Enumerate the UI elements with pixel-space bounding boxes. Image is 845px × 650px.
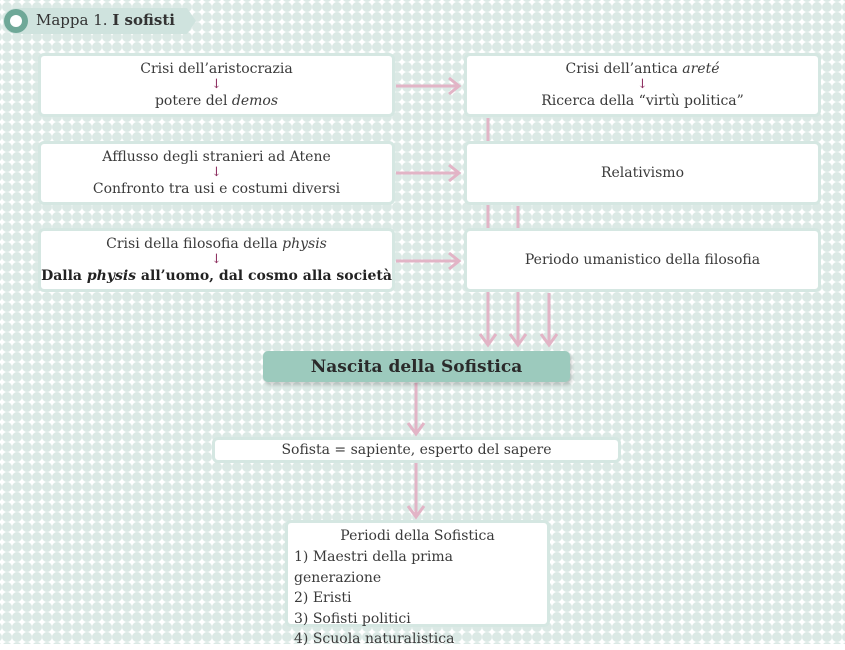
box-line-bold: Dalla physis all’uomo, dal cosmo alla so… — [41, 267, 392, 285]
definition-box: Sofista = sapiente, esperto del sapere — [212, 437, 621, 463]
circle-bullet-icon — [4, 9, 28, 33]
down-arrow-icon: ↓ — [211, 77, 222, 92]
vhead-center — [406, 422, 426, 437]
map-label: Mappa 1. — [36, 11, 108, 29]
box-line: Ricerca della “virtù politica” — [541, 93, 744, 109]
text-italic: demos — [231, 93, 279, 109]
list-item: 1) Maestri della prima generazione — [294, 549, 453, 586]
box-line: Periodo umanistico della filosofia — [524, 252, 761, 268]
box-crisi-physis: Crisi della filosofia della physis ↓ Dal… — [38, 228, 395, 292]
box-line: potere del demos — [155, 92, 278, 110]
map-title-tab — [3, 8, 196, 34]
periods-box: Periodi della Sofistica 1) Maestri della… — [285, 520, 550, 647]
arrowhead-row2 — [448, 163, 462, 183]
list-item: 3) Sofisti politici — [294, 610, 411, 627]
periods-header: Periodi della Sofistica — [340, 528, 495, 544]
box-afflusso-stranieri: Afflusso degli stranieri ad Atene ↓ Conf… — [38, 141, 395, 205]
text-run: Dalla — [41, 268, 87, 284]
list-item: 2) Eristi — [294, 590, 352, 606]
text-italic: areté — [682, 61, 720, 77]
box-line: Crisi dell’antica areté — [565, 60, 719, 78]
map-title: Mappa 1. I sofisti — [36, 11, 175, 29]
arrowhead-row1 — [448, 76, 462, 96]
box-line: Afflusso degli stranieri ad Atene — [102, 149, 331, 165]
box-line: Crisi della filosofia della physis — [106, 235, 327, 253]
vhead-1 — [478, 333, 498, 348]
text-run: Crisi della filosofia della — [106, 236, 283, 252]
text-run: all’uomo, dal cosmo alla società — [136, 268, 392, 284]
vhead-2 — [508, 333, 528, 348]
vhead-3 — [539, 333, 559, 348]
down-arrow-icon: ↓ — [637, 77, 648, 92]
text-italic: physis — [86, 268, 137, 284]
box-line: Relativismo — [600, 165, 685, 181]
box-line: Confronto tra usi e costumi diversi — [92, 181, 341, 197]
definition-text: Sofista = sapiente, esperto del sapere — [281, 442, 552, 458]
box-line: Crisi dell’aristocrazia — [140, 61, 293, 77]
box-crisi-aristocrazia: Crisi dell’aristocrazia ↓ potere del dem… — [38, 53, 395, 117]
text-run: Crisi dell’antica — [565, 61, 683, 77]
arrowhead-row3 — [448, 251, 462, 271]
box-periodo-umanistico: Periodo umanistico della filosofia — [464, 228, 821, 292]
map-title-bold: I sofisti — [112, 11, 175, 29]
box-antica-arete: Crisi dell’antica areté ↓ Ricerca della … — [464, 53, 821, 117]
center-title-box: Nascita della Sofistica — [263, 351, 570, 382]
box-relativismo: Relativismo — [464, 141, 821, 205]
vhead-def — [406, 505, 426, 520]
text-run: potere del — [154, 93, 232, 109]
center-title: Nascita della Sofistica — [310, 356, 523, 377]
text-italic: physis — [282, 236, 327, 252]
down-arrow-icon: ↓ — [211, 165, 222, 180]
down-arrow-icon: ↓ — [211, 252, 222, 267]
list-item: 4) Scuola naturalistica — [294, 631, 455, 647]
